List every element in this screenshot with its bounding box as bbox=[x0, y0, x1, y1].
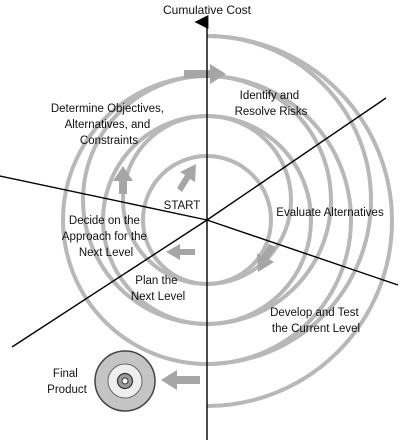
arrow-down-right bbox=[257, 244, 276, 272]
arrow-left-final bbox=[161, 370, 200, 390]
arrow-up-left bbox=[113, 166, 133, 194]
divider-right-lower bbox=[206, 219, 399, 286]
final-product-label: Final Product bbox=[47, 368, 87, 396]
disc-hole bbox=[121, 377, 129, 385]
alternatives-label: Evaluate Alternatives bbox=[276, 207, 384, 219]
divider-left-upper bbox=[0, 175, 208, 221]
spiral-arc-7 bbox=[206, 34, 394, 408]
spiral-arc-2 bbox=[206, 114, 293, 286]
arrow-right-top bbox=[184, 64, 226, 84]
approach-label: Decide on the Approach for the Next Leve… bbox=[62, 215, 150, 259]
spiral-arc-12 bbox=[206, 74, 353, 366]
spiral-path bbox=[61, 34, 394, 408]
spiral-arc-11 bbox=[81, 74, 208, 326]
dividing-lines bbox=[0, 15, 399, 440]
disc-icon bbox=[94, 350, 156, 412]
axis-title: Cumulative Cost bbox=[163, 3, 252, 17]
spiral-arc-5 bbox=[61, 74, 208, 366]
arrow-left-plan bbox=[166, 244, 195, 260]
spiral-arc-8 bbox=[206, 154, 273, 286]
plan-label: Plan the Next Level bbox=[131, 275, 185, 303]
spiral-arc-9 bbox=[121, 114, 208, 286]
risks-label: Identify and Resolve Risks bbox=[235, 90, 308, 118]
objectives-label: Determine Objectives, Alternatives, and … bbox=[51, 103, 167, 147]
develop-label: Develop and Test the Current Level bbox=[270, 307, 362, 335]
start-label: START bbox=[164, 200, 201, 212]
direction-arrows bbox=[113, 64, 276, 390]
spiral-arc-6 bbox=[206, 34, 373, 366]
arrow-up-right-start bbox=[177, 164, 196, 192]
divider-right-upper bbox=[206, 97, 387, 221]
spiral-arc-10 bbox=[206, 114, 313, 326]
divider-left-lower bbox=[11, 219, 208, 348]
